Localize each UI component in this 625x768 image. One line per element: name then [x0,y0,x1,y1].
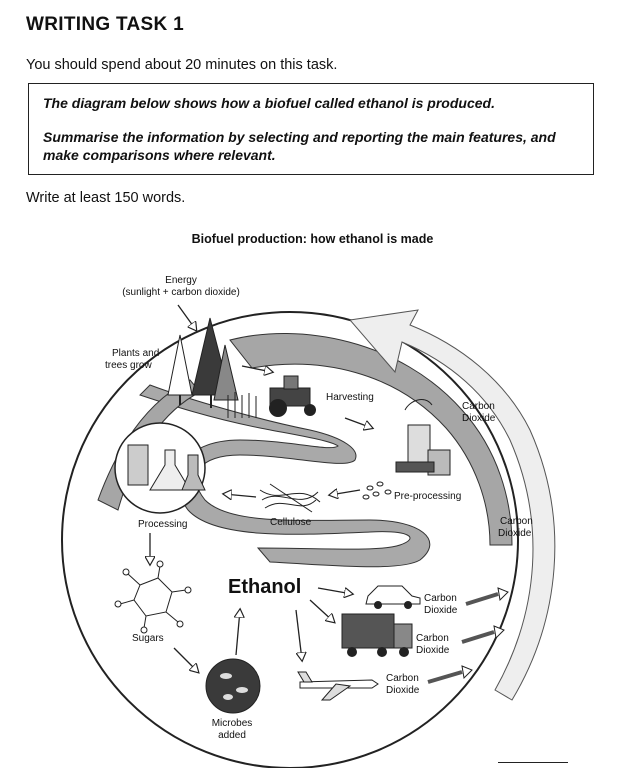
co2-car-2: Dioxide [424,605,458,616]
task-heading: WRITING TASK 1 [26,14,184,35]
truck-icon [341,613,413,657]
microbes-icon [205,658,261,714]
grow-arrow [241,365,272,372]
process-river [139,384,431,568]
cellulose-arrow [224,494,257,497]
co2-car-1: Carbon [424,593,457,604]
car-co2-arrow [465,592,499,606]
truck-co2-arrow [461,630,495,644]
prompt-line-2b: make comparisons where relevant. [43,147,276,163]
word-count-note: Write at least 150 words. [26,190,186,206]
co2-truck-1: Carbon [416,633,449,644]
co2-plane-2: Dioxide [386,685,420,696]
to-truck-arrow [309,599,334,622]
co2-right-1: Carbon [500,516,533,527]
carbon-cycle-band [229,332,513,546]
harvest-arrow [344,417,372,428]
crops-icon [227,392,257,418]
plants-label-2: trees grow [105,360,152,371]
harvesting-label: Harvesting [326,392,374,403]
cellulose-fibres-icon [259,483,321,513]
to-car-arrow [317,587,352,594]
co2-upper-1: Carbon [462,401,495,412]
airplane-icon [297,671,379,701]
tractor-icon [269,375,316,417]
co2-right-2: Dioxide [498,528,532,539]
sugars-arrow [173,647,198,672]
sugar-molecule-icon [114,560,192,634]
time-note: You should spend about 20 minutes on thi… [26,57,338,73]
plants-label-1: Plants and [112,348,159,359]
prompt-line-2a: Summarise the information by selecting a… [43,129,556,145]
processing-label: Processing [138,519,187,530]
ethanol-label: Ethanol [228,576,301,598]
to-plane-arrow [295,609,302,660]
task-prompt-box: The diagram below shows how a biofuel ca… [28,83,594,175]
co2-return-arrow [349,309,556,701]
energy-label: Energy [165,275,197,286]
trees-icon [167,317,239,408]
preprocessing-machine-icon [395,399,451,476]
preprocessing-label: Pre-processing [394,491,461,502]
answer-line [498,762,568,763]
co2-truck-2: Dioxide [416,645,450,656]
energy-sub-label: (sunlight + carbon dioxide) [122,287,240,298]
pellets-icon [362,481,392,500]
co2-plane-1: Carbon [386,673,419,684]
microbes-label-2: added [218,730,246,741]
prompt-line-1: The diagram below shows how a biofuel ca… [43,95,495,111]
sugars-label: Sugars [132,633,164,644]
cellulose-label: Cellulose [270,517,312,528]
plane-co2-arrow [427,670,463,684]
laboratory-icon [114,422,206,514]
car-icon [365,585,421,609]
microbes-label-1: Microbes [212,718,253,729]
microbes-arrow [236,610,240,656]
energy-arrow [177,304,196,330]
co2-upper-2: Dioxide [462,413,496,424]
diagram-title: Biofuel production: how ethanol is made [191,232,434,246]
preprocess-arrow [330,490,361,495]
